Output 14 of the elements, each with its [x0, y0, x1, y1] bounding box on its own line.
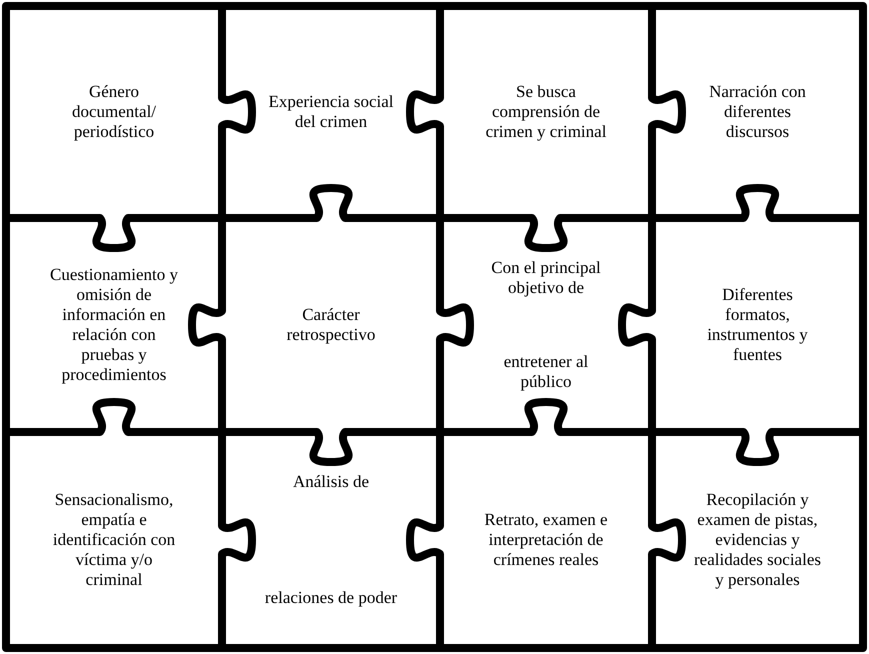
piece-text: Se busca comprensión de crimen y criminal [484, 82, 608, 142]
piece-text: Análisis de [292, 472, 370, 492]
piece-text: Carácter retrospectivo [286, 305, 376, 345]
piece-text: Sensacionalismo, empatía e identificación con víctima y/o criminal [52, 490, 176, 590]
piece-text: Retrato, examen e interpretación de crímenes reales [483, 510, 609, 570]
piece-text: relaciones de poder [264, 588, 398, 608]
piece-text: Experiencia social del crimen [267, 92, 395, 132]
piece-text: Recopilación y examen de pistas, evidencias y realidades sociales y personales [693, 490, 822, 590]
piece-text: Narración con diferentes discursos [708, 82, 807, 142]
piece-text: Cuestionamiento y omisión de información en relación con pruebas y procedimientos [49, 265, 179, 385]
piece-text: entretener al público [502, 352, 590, 392]
piece-text: Con el principal objetivo de [490, 258, 602, 298]
piece-text: Diferentes formatos, instrumentos y fuentes [706, 285, 809, 365]
piece-text: Género documental/ periodístico [70, 82, 158, 142]
